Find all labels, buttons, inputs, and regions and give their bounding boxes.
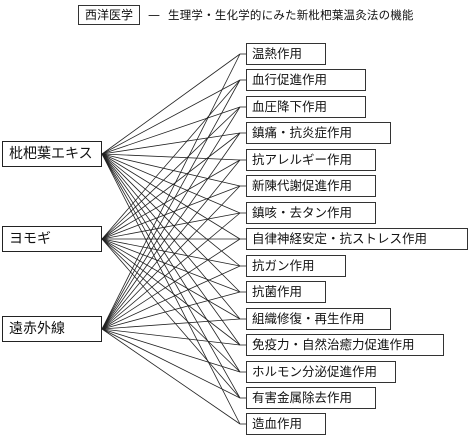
- connection-line: [101, 132, 241, 240]
- connection-line: [101, 238, 241, 399]
- connection-line: [101, 153, 241, 320]
- target-box-metabolism: 新陳代謝促進作用: [246, 175, 376, 197]
- header: 西洋医学 — 生理学・生化学的にみた新枇杷葉温灸法の機能: [78, 4, 414, 26]
- connection-line: [101, 153, 241, 161]
- target-box-tissue-repair: 組織修復・再生作用: [246, 308, 391, 330]
- connection-line: [101, 132, 241, 155]
- connection-line: [101, 79, 241, 330]
- header-dash: —: [148, 8, 161, 22]
- source-box-far-infrared: 遠赤外線: [2, 316, 102, 342]
- target-box-antibacterial: 抗菌作用: [246, 281, 326, 303]
- target-box-autonomic: 自律神経安定・抗ストレス作用: [246, 228, 468, 250]
- connection-line: [101, 53, 241, 330]
- connection-line: [101, 328, 241, 373]
- connection-line: [101, 153, 241, 373]
- header-tag: 西洋医学: [78, 5, 141, 25]
- target-box-hormone: ホルモン分泌促進作用: [246, 361, 396, 383]
- connection-line: [101, 159, 241, 240]
- source-box-biwa-extract: 枇杷葉エキス: [2, 141, 102, 167]
- target-box-warming: 温熱作用: [246, 43, 326, 65]
- connection-line: [101, 132, 241, 330]
- connection-line: [101, 265, 241, 330]
- connection-line: [101, 153, 241, 346]
- connection-line: [101, 79, 241, 155]
- connection-line: [101, 153, 241, 425]
- connection-line: [101, 238, 241, 293]
- connection-line: [101, 238, 241, 373]
- target-box-analgesic: 鎮痛・抗炎症作用: [246, 122, 391, 144]
- connection-line: [101, 212, 241, 240]
- connection-line: [101, 106, 241, 155]
- target-box-hematopoiesis: 造血作用: [246, 413, 326, 435]
- connection-line: [101, 153, 241, 293]
- connection-line: [101, 159, 241, 330]
- connection-line: [101, 153, 241, 240]
- connection-line: [101, 185, 241, 330]
- connection-line: [101, 238, 241, 330]
- target-box-immunity: 免疫力・自然治癒力促進作用: [246, 334, 444, 356]
- header-title: 生理学・生化学的にみた新枇杷葉温灸法の機能: [168, 8, 414, 22]
- connection-line: [101, 106, 241, 330]
- connection-line: [101, 212, 241, 330]
- connection-line: [101, 238, 241, 320]
- connection-line: [101, 318, 241, 330]
- target-box-antitussive: 鎮咳・去タン作用: [246, 202, 376, 224]
- connection-line: [101, 153, 241, 267]
- connection-line: [101, 291, 241, 330]
- connection-line: [101, 238, 241, 346]
- target-box-circulation: 血行促進作用: [246, 69, 366, 91]
- connection-line: [101, 238, 241, 267]
- connection-line: [101, 153, 241, 214]
- connection-line: [101, 328, 241, 399]
- source-box-yomogi: ヨモギ: [2, 226, 102, 252]
- connection-line: [101, 79, 241, 240]
- target-box-heavy-metal: 有害金属除去作用: [246, 387, 376, 409]
- connection-line: [101, 328, 241, 346]
- target-box-blood-pressure: 血圧降下作用: [246, 96, 366, 118]
- connection-line: [101, 153, 241, 187]
- connection-line: [101, 153, 241, 399]
- connection-line: [101, 185, 241, 240]
- target-box-anti-allergy: 抗アレルギー作用: [246, 149, 376, 171]
- connection-line: [101, 106, 241, 240]
- target-box-anticancer: 抗ガン作用: [246, 255, 346, 277]
- connection-line: [101, 328, 241, 425]
- connection-line: [101, 53, 241, 155]
